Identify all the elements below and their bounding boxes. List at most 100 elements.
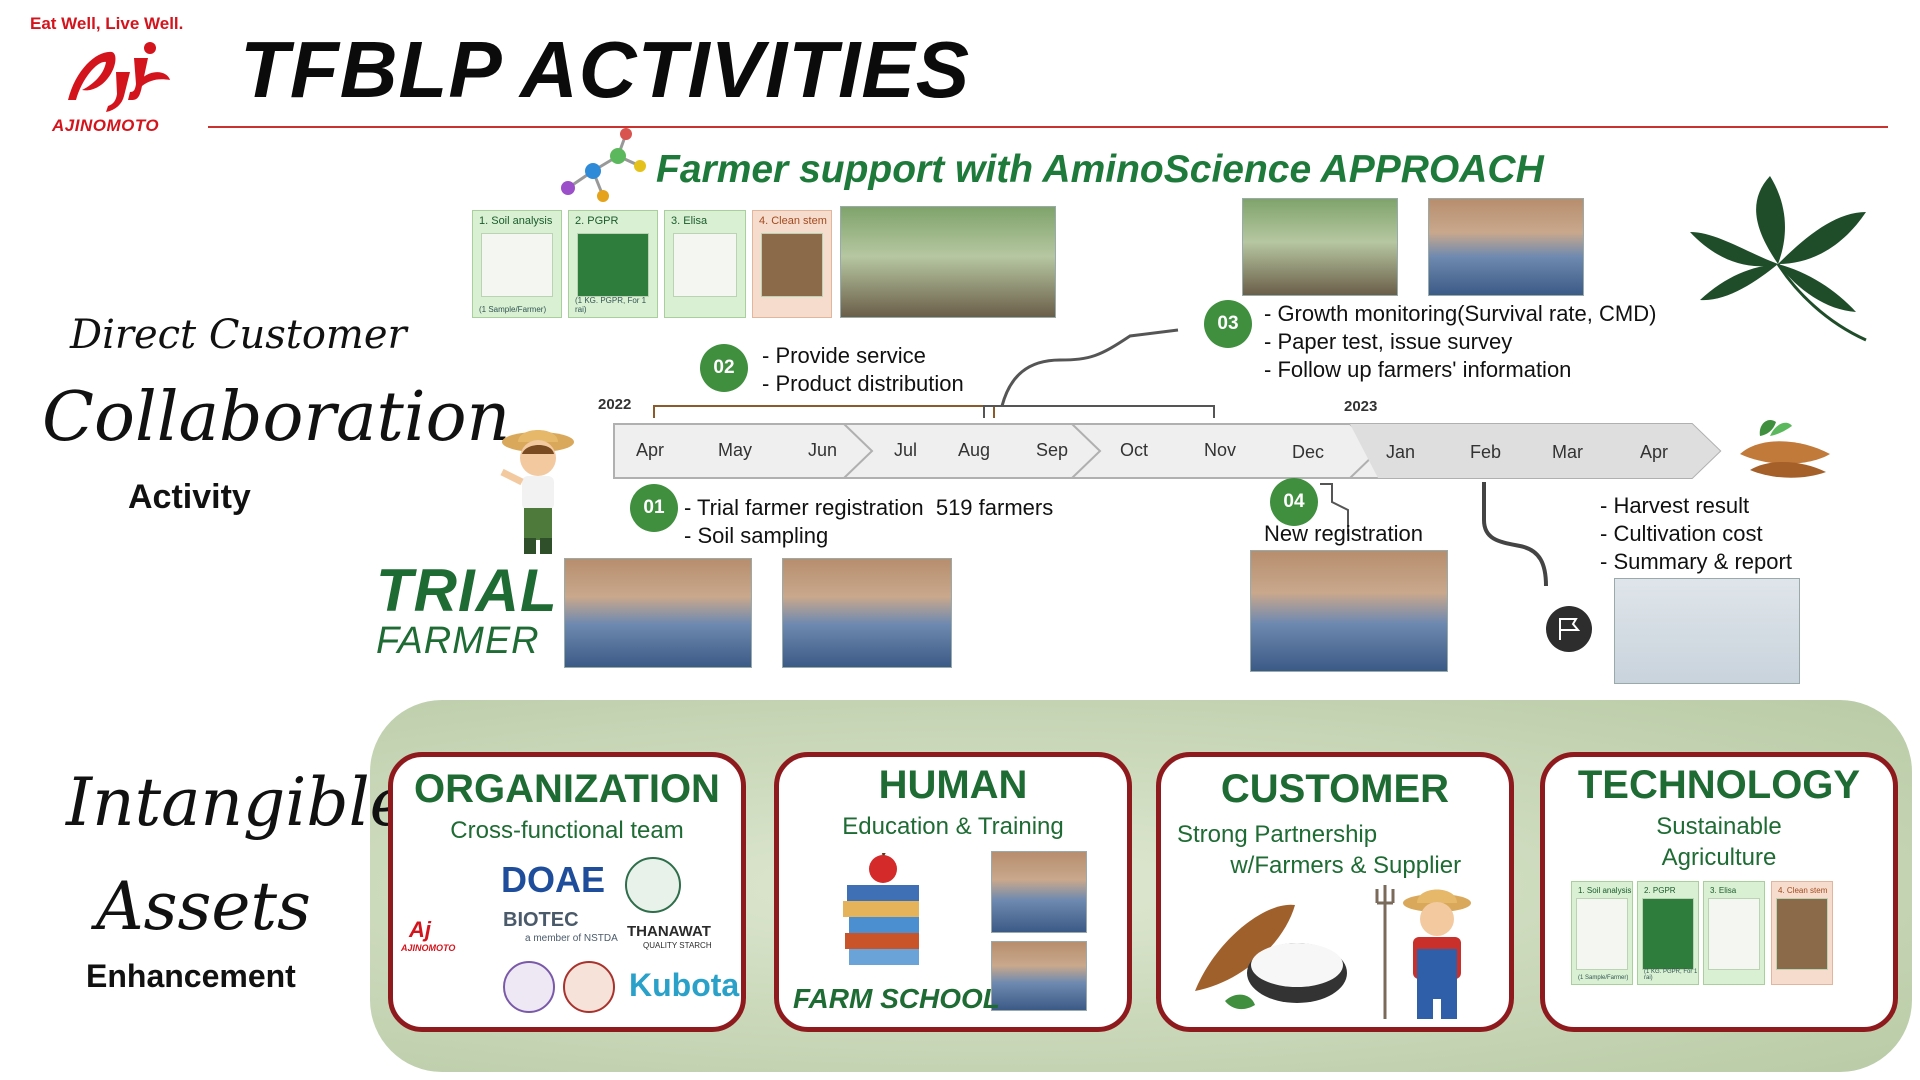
year-2022: 2022 [598,396,632,413]
step-04-text: New registration [1264,521,1423,546]
step-01-text: - Trial farmer registration 519 farmers … [684,495,1054,548]
molecule-icon [561,128,646,202]
caption-intangible: Intangible [66,764,409,841]
thanawat-logo: THANAWAT [627,923,711,940]
month-jul: Jul [894,440,918,460]
kit-label: 3. Elisa [1710,886,1737,895]
caption-collaboration: Collaboration [42,378,511,457]
month-oct: Oct [1120,440,1149,460]
photo-farm-school-2 [991,941,1087,1011]
cassava-root-icon [1740,419,1830,478]
card-human-title: HUMAN [878,763,1028,807]
farmer-man-icon [1375,885,1471,1019]
kit-label: 2. PGPR [1644,886,1676,895]
card-customer: CUSTOMER Strong Partnership w/Farmers & … [1156,752,1514,1032]
clean-stem-image [1776,898,1828,970]
tech-kit-pgpr: 2. PGPR (1 KG. PGPR, For 1 rai) [1637,881,1699,985]
month-mar: Mar [1552,442,1583,462]
final-step-text: - Harvest result - Cultivation cost - Su… [1600,493,1792,574]
card-customer-sub: Strong Partnership w/Farmers & Supplier [1177,821,1462,879]
timeline-arrow [613,423,1722,479]
caption-direct-customer: Direct Customer [70,312,407,358]
month-nov: Nov [1204,440,1237,460]
tech-kit-soil-analysis: 1. Soil analysis (1 Sample/Farmer) [1571,881,1633,985]
card-technology-title: TECHNOLOGY [1577,763,1861,807]
thanawat-sub: QUALITY STARCH [643,941,712,950]
kit-label: 1. Soil analysis [1578,886,1632,895]
card-human-sub: Education & Training [842,813,1064,840]
kit-pgpr: 2. PGPR (1 KG. PGPR, For 1 rai) [568,210,658,318]
kit-sub: (1 KG. PGPR, For 1 rai) [1644,969,1698,981]
doae-logo: DOAE [501,859,606,900]
kit-elisa: 3. Elisa [664,210,746,318]
brand-name: AJINOMOTO [52,116,160,135]
ajinomoto-logo-icon [68,42,170,112]
flag-icon [1546,606,1592,652]
card-human: HUMAN Education & Training FARM SCHOOL [774,752,1132,1032]
cassava-flour-icon [1195,904,1347,1010]
month-aug: Aug [958,440,991,460]
month-sep: Sep [1036,440,1069,460]
biotec-logo: BIOTEC [503,909,579,931]
caption-activity: Activity [128,478,251,516]
kit-sub: (1 Sample/Farmer) [1578,975,1629,981]
photo-summary-report [1614,578,1800,684]
photo-farm-school-1 [991,851,1087,933]
kit-label: 4. Clean stem [1778,886,1828,895]
card-organization-title: ORGANIZATION [414,767,720,811]
step-03-text: - Growth monitoring(Survival rate, CMD) … [1264,301,1657,382]
pgpr-bag-image [577,233,649,297]
month-apr: Apr [636,440,665,460]
books-apple-icon [843,853,919,965]
elisa-device-image [673,233,737,297]
kit-label: 1. Soil analysis [479,215,553,227]
month-jan: Jan [1386,442,1416,462]
elisa-device-image [1708,898,1760,970]
step-04-badge: 04 [1270,478,1318,526]
year-2023: 2023 [1344,398,1378,415]
photo-distribution-event [840,206,1056,318]
connector-04 [1320,483,1349,534]
kit-sub: (1 Sample/Farmer) [479,305,547,314]
kit-sub: (1 KG. PGPR, For 1 rai) [575,296,647,314]
card-customer-title: CUSTOMER [1220,767,1450,811]
kit-label: 4. Clean stem [759,215,827,227]
bracket-02 [653,405,995,418]
ajinomoto-small-name: AJINOMOTO [401,943,456,953]
brand-tagline: Eat Well, Live Well. [30,14,184,33]
connector-final [1482,482,1548,587]
kubota-logo: Kubota [629,967,740,1003]
step-03-badge: 03 [1204,300,1252,348]
clean-stem-image [761,233,823,297]
connector-03 [1000,328,1179,407]
photo-soil-sampling-session [782,558,952,668]
kit-label: 2. PGPR [575,215,619,227]
soil-analysis-image [1576,898,1628,970]
month-dec: Dec [1292,442,1325,462]
farmer-boy-icon [500,430,574,554]
farm-school-label: FARM SCHOOL [793,983,1000,1014]
province-seal-icon [563,961,615,1013]
biotec-sub: a member of NSTDA [525,933,618,944]
farmer-label: FARMER [376,620,540,662]
step-02-badge: 02 [700,344,748,392]
caption-assets: Assets [96,868,311,945]
page-title: TFBLP ACTIVITIES [240,25,971,114]
pgpr-bag-image [1642,898,1694,970]
month-jun: Jun [808,440,838,460]
partner-seal-icon [503,961,555,1013]
kit-clean-stem: 4. Clean stem [752,210,832,318]
month-may: May [718,440,753,460]
photo-new-registration [1250,550,1448,672]
caption-enhancement: Enhancement [86,958,296,994]
ajinomoto-small-logo-icon: Aj [409,917,431,942]
step-01-badge: 01 [630,484,678,532]
photo-survey-meeting [1428,198,1584,296]
trial-label: TRIAL [376,557,558,624]
tech-kit-clean-stem: 4. Clean stem [1771,881,1833,985]
agency-seal-icon [625,857,681,913]
title-divider [208,126,1888,128]
card-organization-sub: Cross-functional team [450,817,684,844]
cassava-leaf-icon [1690,176,1867,342]
card-organization: ORGANIZATION Cross-functional team DOAE … [388,752,746,1032]
